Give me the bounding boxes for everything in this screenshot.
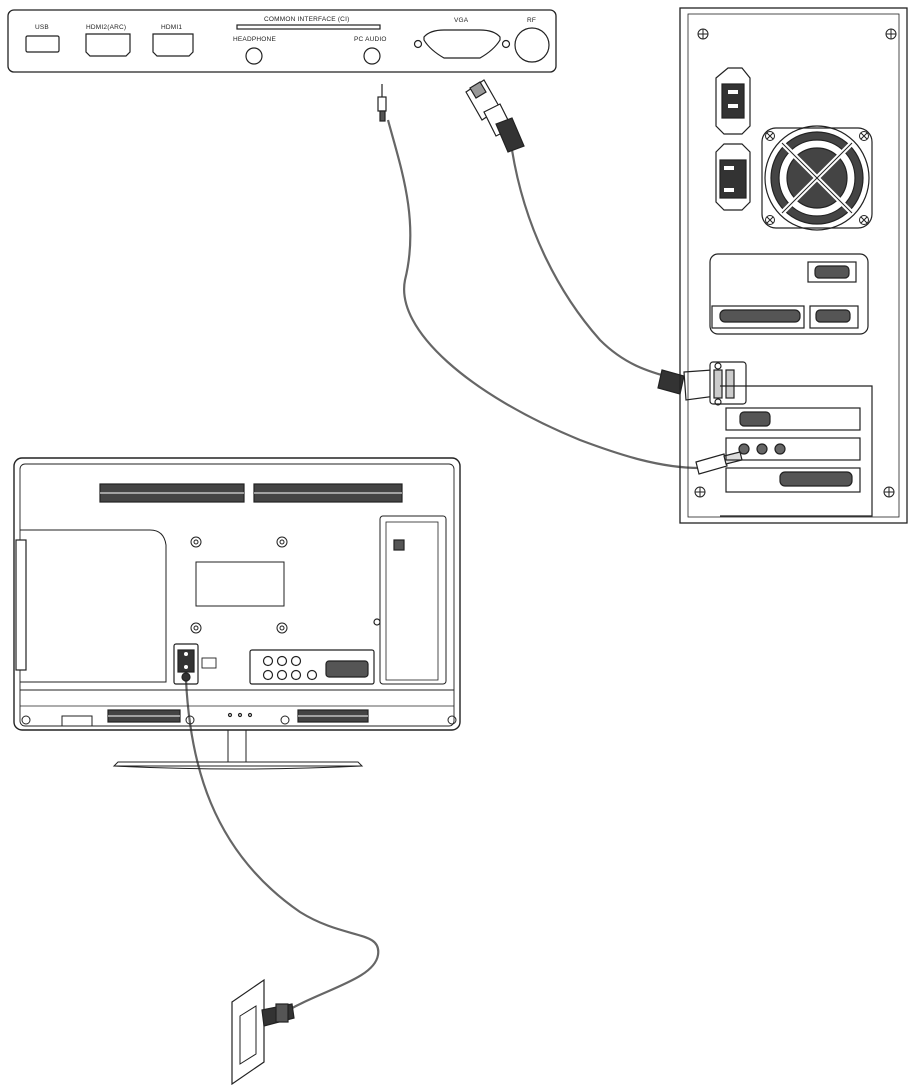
tv-av-ports	[249, 649, 375, 685]
headphone-jack-icon	[245, 47, 263, 65]
hdmi1-port-icon	[152, 33, 194, 57]
rf-label: RF	[527, 17, 537, 24]
pc-io-panel	[709, 253, 869, 335]
pc-expansion-slots	[720, 385, 873, 517]
rf-port-icon	[514, 27, 550, 63]
pc-audio-label: PC AUDIO	[354, 36, 387, 43]
pc-audio-jack-icon	[363, 47, 381, 65]
vga-plug-top	[465, 79, 525, 153]
vga-cable	[510, 149, 673, 380]
pc-power-socket-icon	[715, 67, 751, 135]
power-outlet-icon	[231, 978, 295, 1086]
fan-icon	[761, 125, 873, 231]
hdmi2-port-icon	[85, 33, 131, 57]
audio-plug-top	[377, 84, 387, 122]
vga-port-icon	[423, 29, 501, 59]
vga-plug-pc	[657, 361, 747, 406]
tv-port-panel	[7, 9, 557, 73]
ci-label: COMMON INTERFACE (CI)	[264, 16, 350, 23]
ci-slot-icon	[236, 24, 381, 30]
usb-label: USB	[35, 24, 49, 31]
pc-tower	[679, 7, 908, 524]
tv-back	[13, 457, 461, 770]
audio-plug-pc	[695, 451, 743, 475]
pc-power-inlet-icon	[715, 143, 751, 211]
cables	[184, 119, 701, 1016]
hdmi1-label: HDMI1	[161, 24, 183, 31]
tv-power-socket-icon	[173, 643, 199, 685]
usb-port-icon	[25, 35, 60, 53]
headphone-label: HEADPHONE	[233, 36, 276, 43]
audio-cable	[386, 119, 701, 470]
power-cable	[184, 679, 380, 1016]
hdmi2-label: HDMI2(ARC)	[86, 24, 127, 31]
vga-label: VGA	[454, 17, 469, 24]
tv-vent-top	[99, 483, 403, 503]
